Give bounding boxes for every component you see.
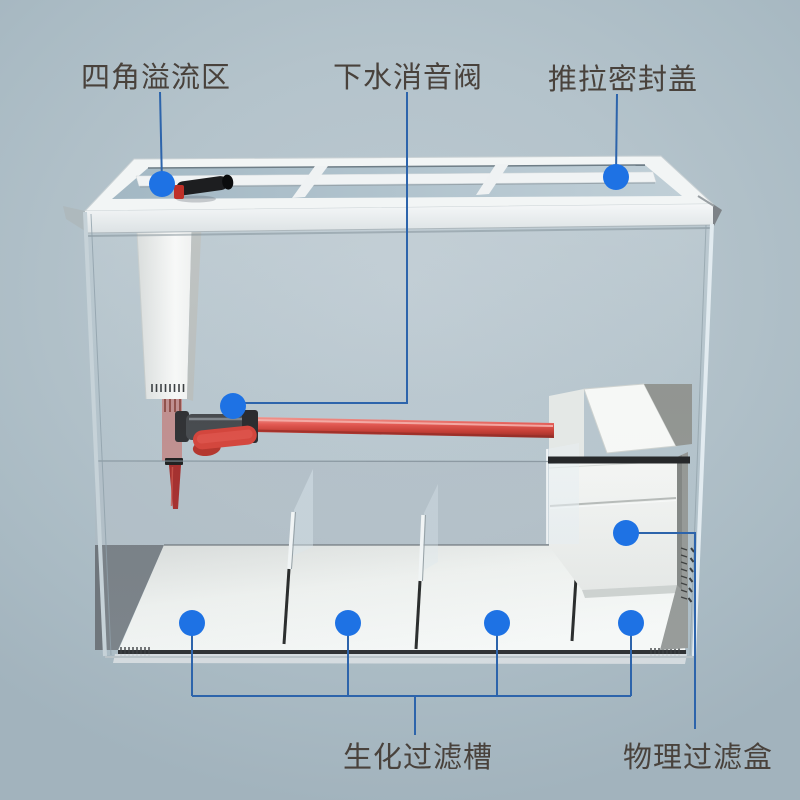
glass-wall-edges <box>83 211 714 658</box>
lid-glass-back-edge <box>147 164 646 169</box>
right-edge-hatch <box>687 547 695 603</box>
rim-drop-shadow <box>87 227 711 237</box>
overflow-callout-line <box>159 91 163 185</box>
rim-bottom-edge <box>84 224 714 234</box>
right-wall-outer-edge <box>692 223 714 657</box>
marker-dot-bio-chamber-4 <box>618 610 644 636</box>
label-bio-filter-trough: 生化过滤槽 <box>342 742 494 774</box>
marker-dot-bio-chamber-3 <box>484 610 510 636</box>
lid-right-corner-edge <box>697 195 715 207</box>
marker-dot-corner-overflow-area <box>149 171 175 197</box>
lid-rim <box>85 204 713 233</box>
cover-callout-line <box>615 93 618 177</box>
tank-lid <box>63 155 722 237</box>
lid-cross-bar-1 <box>292 166 328 198</box>
fitting-pipe <box>176 174 234 196</box>
fitting-shadow <box>176 195 216 203</box>
annotation-layer <box>149 91 696 735</box>
label-physical-filter-box: 物理过滤盒 <box>622 742 774 774</box>
marker-dot-bio-chamber-2 <box>335 610 361 636</box>
label-sliding-sealed-cover: 推拉密封盖 <box>547 64 699 96</box>
label-corner-overflow-area: 四角溢流区 <box>80 62 232 94</box>
lid-cross-bar-2 <box>476 164 509 195</box>
marker-dot-drain-silencer-valve <box>220 393 246 419</box>
label-drain-silencer-valve: 下水消音阀 <box>332 62 484 94</box>
marker-dot-bio-chamber-1 <box>179 610 205 636</box>
right-wall-inner-edge <box>689 224 707 656</box>
lid-slide-rail <box>135 171 657 187</box>
marker-dot-sliding-sealed-cover <box>603 164 629 190</box>
physical-callout-line <box>626 532 696 729</box>
fitting-red-clip <box>174 185 184 199</box>
left-wall-inner-edge <box>90 213 112 656</box>
lid-left-corner <box>63 206 85 231</box>
front-glass <box>87 226 711 655</box>
marker-dot-physical-filter-box <box>613 520 639 546</box>
tank-bottom-lip <box>113 654 687 664</box>
lid-right-corner <box>713 204 722 226</box>
left-wall-outer-edge <box>83 211 107 657</box>
silencer-callout-line <box>242 92 408 404</box>
